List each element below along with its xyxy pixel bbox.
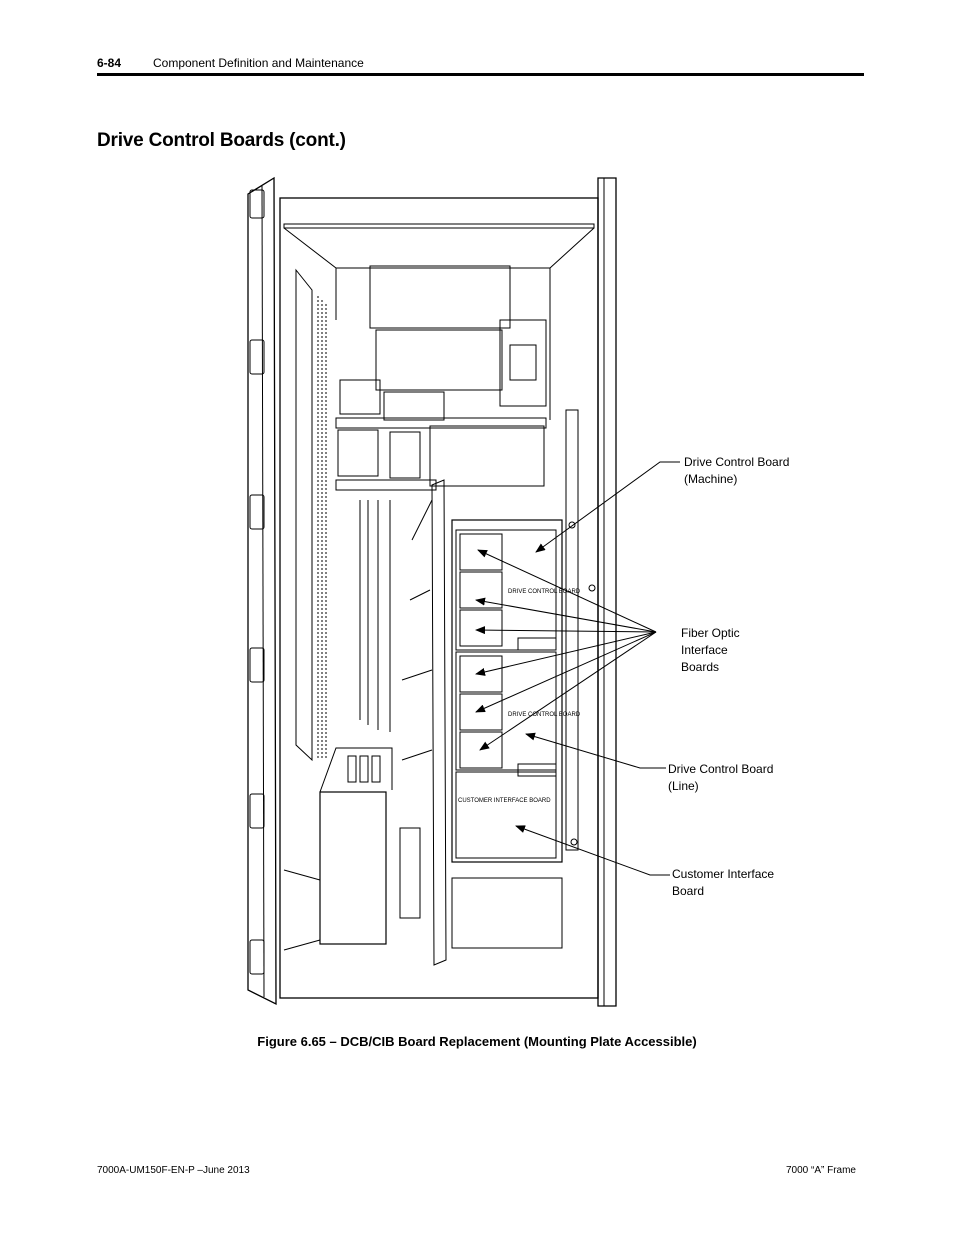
leader-fiber-2 bbox=[475, 597, 657, 633]
leader-fiber-5 bbox=[475, 631, 657, 713]
callout-fiber-optic: Fiber Optic Interface Boards bbox=[681, 626, 740, 674]
section-title: Drive Control Boards (cont.) bbox=[97, 130, 346, 151]
leader-dcb-machine bbox=[535, 461, 680, 553]
chapter-title: Component Definition and Maintenance bbox=[153, 56, 364, 70]
cib-label: CUSTOMER INTERFACE BOARD bbox=[458, 798, 551, 804]
leader-cib bbox=[515, 825, 670, 876]
leader-dcb-line bbox=[525, 732, 666, 769]
dcb-lower-label: DRIVE CONTROL BOARD bbox=[508, 712, 581, 718]
footer-product: 7000 “A” Frame bbox=[785, 1165, 856, 1176]
page-number: 6-84 bbox=[97, 56, 122, 70]
leader-fiber-3 bbox=[475, 626, 657, 635]
callout-dcb-machine: Drive Control Board (Machine) bbox=[684, 455, 790, 486]
callout-cib: Customer Interface Board bbox=[672, 867, 775, 898]
callout-dcb-line: Drive Control Board (Line) bbox=[668, 762, 774, 793]
footer-publication: 7000A-UM150F-EN-P –June 2013 bbox=[97, 1165, 250, 1176]
leader-fiber-4 bbox=[475, 631, 657, 676]
figure-caption: Figure 6.65 – DCB/CIB Board Replacement … bbox=[257, 1034, 697, 1049]
leader-fiber-6 bbox=[479, 631, 657, 751]
dcb-upper-label: DRIVE CONTROL BOARD bbox=[508, 589, 581, 595]
header-rule bbox=[97, 73, 864, 76]
leader-fiber-1 bbox=[477, 549, 657, 633]
